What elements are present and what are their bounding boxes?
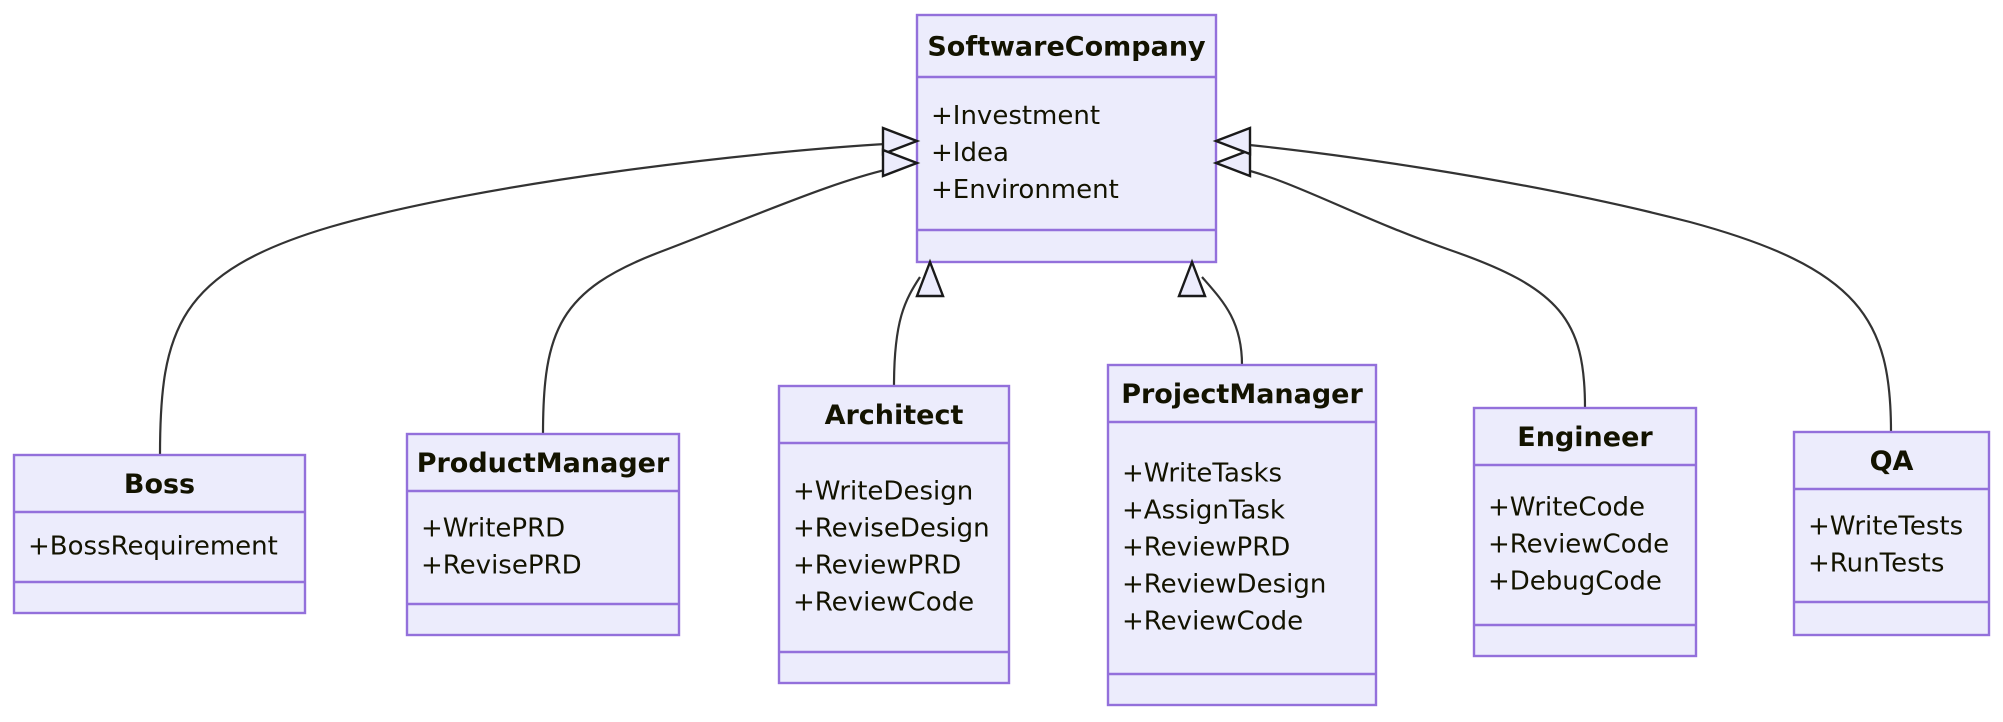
class-box-outline: [1472, 406, 1698, 658]
class-boxes-layer: SoftwareCompany +Investment +Idea +Environm…: [12, 13, 1991, 707]
class-box-outline: [915, 13, 1218, 264]
class-member-item: +Idea: [931, 138, 1009, 168]
generalization-arrowhead-architect: [915, 258, 945, 298]
class-member-item: +BossRequirement: [28, 532, 278, 562]
class-name-label: Engineer: [1517, 422, 1653, 453]
class-box-engineer[interactable]: Engineer +WriteCode +ReviewCode +DebugCode: [1472, 406, 1698, 658]
generalization-arrowhead-project-manager: [1177, 258, 1207, 298]
class-box-outline: [12, 453, 307, 615]
class-box-project-manager[interactable]: ProjectManager +WriteTasks +AssignTask +Rev…: [1106, 363, 1378, 707]
class-member-item: +ReviewDesign: [1122, 570, 1326, 600]
class-member-item: +ReviewPRD: [793, 551, 961, 581]
class-member-item: +Environment: [931, 175, 1119, 205]
class-member-item: +WriteCode: [1488, 493, 1645, 523]
generalization-arrowhead-boss: [881, 126, 921, 156]
generalization-edge-project-manager: [1201, 276, 1244, 366]
generalization-edge-product-manager: [541, 164, 904, 435]
class-name-label: SoftwareCompany: [927, 32, 1206, 63]
class-member-item: +RevisePRD: [421, 551, 582, 581]
class-box-boss[interactable]: Boss +BossRequirement: [12, 453, 307, 615]
class-member-item: +ReviewCode: [1122, 607, 1303, 637]
generalization-edge-qa: [1227, 141, 1893, 433]
class-member-item: +DebugCode: [1488, 567, 1662, 597]
class-member-item: +ReviewCode: [1488, 530, 1669, 560]
class-box-outline: [777, 384, 1011, 685]
generalization-arrowhead-engineer: [1212, 148, 1252, 178]
class-member-item: +WriteTests: [1808, 512, 1963, 542]
class-box-qa[interactable]: QA +WriteTests +RunTests: [1792, 430, 1991, 637]
class-box-product-manager[interactable]: ProductManager +WritePRD +RevisePRD: [405, 432, 681, 637]
class-member-item: +ReviewPRD: [1122, 533, 1290, 563]
class-name-label: ProductManager: [417, 448, 670, 479]
generalization-edge-engineer: [1229, 164, 1587, 409]
edges-layer: [158, 141, 1893, 456]
class-box-software-company[interactable]: SoftwareCompany +Investment +Idea +Environm…: [915, 13, 1218, 264]
class-member-item: +WritePRD: [421, 514, 565, 544]
class-member-item: +WriteTasks: [1122, 459, 1282, 489]
class-box-architect[interactable]: Architect +WriteDesign +ReviseDesign +Revie…: [777, 384, 1011, 685]
class-member-item: +Investment: [931, 101, 1100, 131]
class-name-label: ProjectManager: [1121, 379, 1363, 410]
class-member-item: +ReviewCode: [793, 588, 974, 618]
generalization-edge-boss: [158, 141, 906, 456]
generalization-arrowhead-product-manager: [881, 148, 921, 178]
class-member-item: +WriteDesign: [793, 477, 973, 507]
generalization-arrowhead-qa: [1212, 126, 1252, 156]
class-member-item: +RunTests: [1808, 549, 1944, 579]
generalization-edge-architect: [892, 276, 921, 387]
arrowheads-layer: [881, 126, 1252, 298]
class-member-item: +ReviseDesign: [793, 514, 990, 544]
class-name-label: Architect: [825, 400, 964, 431]
class-box-outline: [405, 432, 681, 637]
class-name-label: QA: [1870, 446, 1914, 477]
class-member-item: +AssignTask: [1122, 496, 1285, 526]
class-name-label: Boss: [124, 469, 195, 500]
